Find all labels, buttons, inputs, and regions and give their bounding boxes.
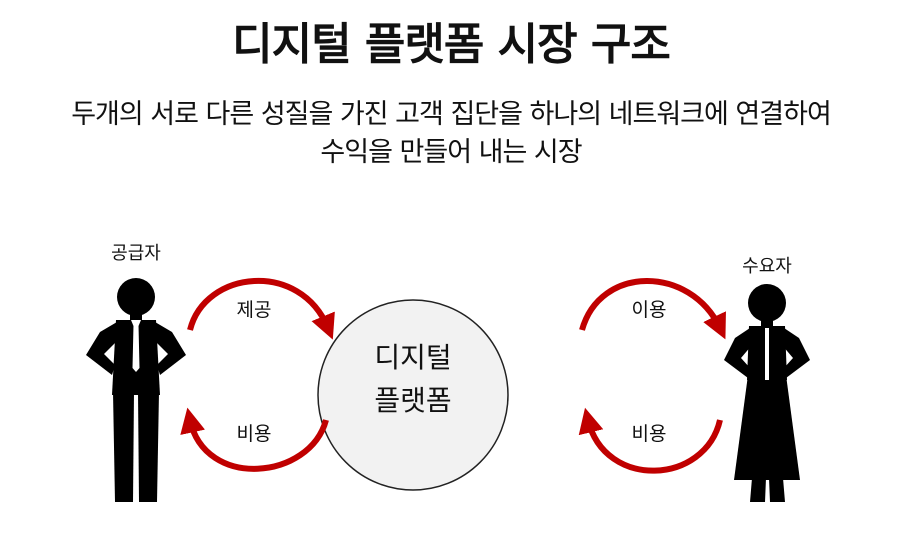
label-cost-supplier: 비용 <box>237 423 272 445</box>
page-title: 디지털 플랫폼 시장 구조 <box>232 19 671 70</box>
arrow-platform-to-supplier <box>180 407 329 472</box>
platform-label-line-1: 디지털 <box>374 341 451 374</box>
subtitle-line-2: 수익을 만들어 내는 시장 <box>320 137 582 168</box>
consumer-label: 수요자 <box>742 256 792 277</box>
supplier-figure-icon <box>86 278 186 502</box>
platform-label-line-2: 플랫폼 <box>374 384 451 417</box>
arrow-consumer-to-platform <box>579 278 726 340</box>
platform-circle <box>317 299 509 491</box>
subtitle-line-1: 두개의 서로 다른 성질을 가진 고객 집단을 하나의 네트워크에 연결하여 <box>71 99 832 130</box>
consumer-figure-icon <box>724 284 810 502</box>
label-cost-consumer: 비용 <box>632 423 667 445</box>
supplier-label: 공급자 <box>111 243 161 264</box>
arrow-supplier-to-platform <box>187 278 335 340</box>
arrow-platform-to-consumer <box>578 407 723 474</box>
label-provide: 제공 <box>237 299 272 321</box>
label-use: 이용 <box>632 299 667 321</box>
page-subtitle: 두개의 서로 다른 성질을 가진 고객 집단을 하나의 네트워크에 연결하여 수… <box>0 96 902 172</box>
